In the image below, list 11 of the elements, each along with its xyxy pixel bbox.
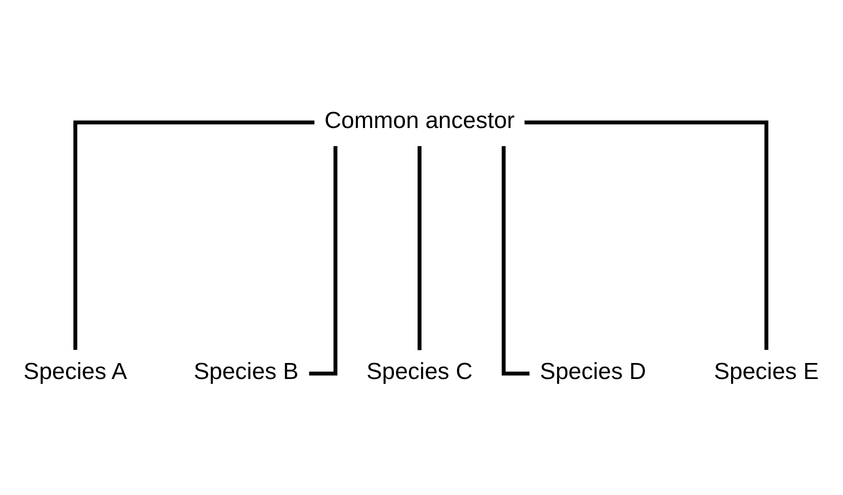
node-text: Species C — [366, 358, 473, 384]
node-text: Species B — [194, 358, 299, 384]
connector — [73, 120, 314, 350]
node-text: Common ancestor — [324, 106, 515, 133]
node-text: Species E — [714, 358, 819, 384]
node-text: Species D — [540, 358, 646, 384]
node-text: Species A — [24, 358, 128, 384]
connector — [309, 146, 338, 375]
connector — [502, 146, 530, 375]
connector — [524, 120, 768, 350]
connector — [418, 146, 422, 350]
